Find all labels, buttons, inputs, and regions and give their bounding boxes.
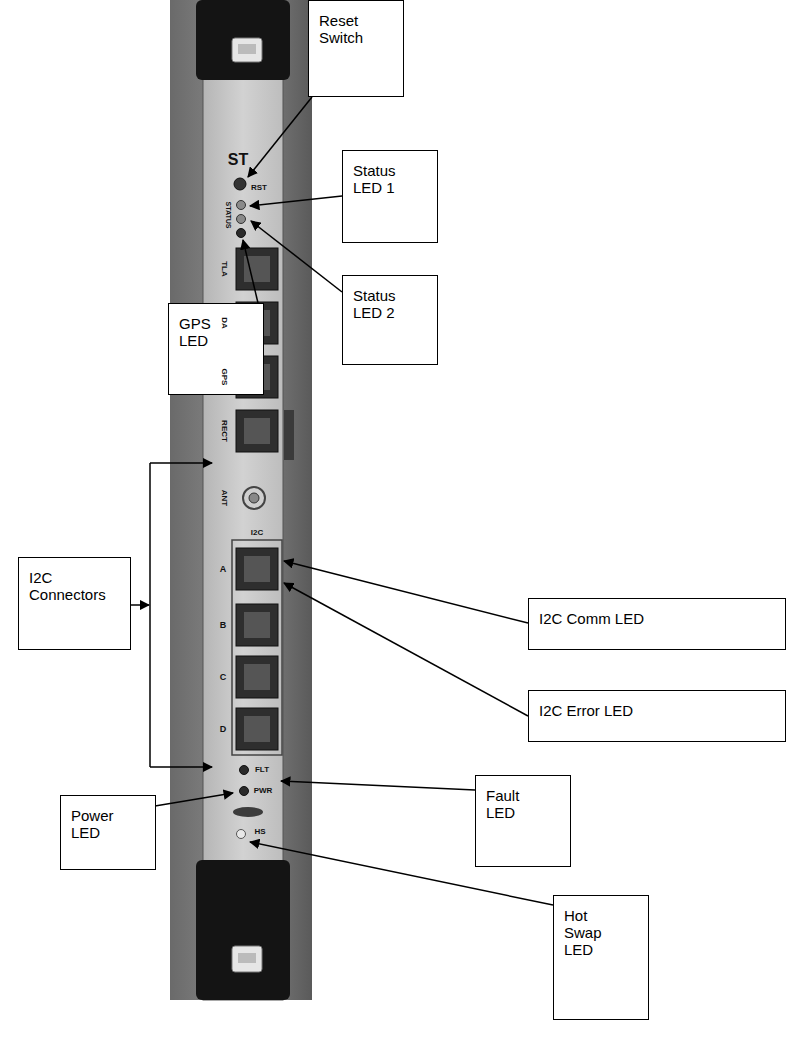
led [237,215,246,224]
callout-box: Status LED 2 [342,275,438,365]
antenna-connector [243,487,265,509]
panel-label: GPS [220,369,228,386]
rj45-port [244,716,270,742]
front-panel [203,0,283,1000]
callout-box: Status LED 1 [342,150,438,243]
rj45-port [236,708,278,750]
callout-text: I2C Connectors [29,569,120,603]
rj45-port [244,418,270,444]
i2c-ports [232,540,282,755]
panel-label: FLT [255,766,269,774]
callout-text: Fault LED [486,787,546,821]
leader-line [281,781,475,790]
ejector-handle [196,860,290,1000]
handle-latch [238,953,256,963]
panel-label: ST [228,152,248,168]
panel-label: HS [254,828,265,836]
handle-latch [238,44,256,54]
handle-latch [232,38,262,62]
rj45-port [236,410,278,452]
leader-line [250,196,342,206]
callout-box: Reset Switch [308,0,404,97]
callout-text: I2C Error LED [539,702,775,719]
rj45-port [244,556,270,582]
logo [233,807,263,817]
callout-box: Hot Swap LED [553,895,649,1020]
panel-label: RST [251,184,267,192]
callout-box: I2C Error LED [528,690,786,742]
callout-text: Power LED [71,807,131,841]
rj45-port [236,248,278,290]
rj45-port [236,604,278,646]
callout-text: GPS LED [179,315,239,349]
led [240,787,249,796]
leader-line [155,793,233,806]
callout-text: I2C Comm LED [539,610,775,627]
leader-line [251,221,342,292]
board-part [284,410,294,460]
bracket [150,462,212,464]
i2c-frame [232,540,282,755]
callout-box: Power LED [60,795,156,870]
handle-latch [232,946,262,972]
rj45-port [236,548,278,590]
bracket [149,463,151,767]
panel-label: ANT [220,490,228,506]
bracket [131,604,149,606]
panel-label: B [220,621,227,630]
leader-line [284,561,528,623]
rj45-port [244,664,270,690]
callout-text: Status LED 2 [353,287,413,321]
callout-text: Hot Swap LED [564,907,624,958]
panel-label: RECT [220,420,228,442]
rj45-port [244,612,270,638]
reset-button [234,178,246,190]
panel-label: DA [220,317,228,329]
led [237,830,246,839]
leader-line [248,97,312,177]
callout-box: Fault LED [475,775,571,867]
rj45-port [236,656,278,698]
panel-label: D [220,725,227,734]
callout-text: Reset Switch [319,12,379,46]
panel-label: TLA [220,261,228,277]
callout-text: Status LED 1 [353,162,413,196]
antenna-connector [249,493,259,503]
led [240,766,249,775]
panel-label: A [220,565,227,574]
callout-box: GPS LED [168,303,264,395]
callout-box: I2C Connectors [18,557,131,650]
ejector-handle [196,0,290,80]
panel-label: C [220,673,227,682]
leader-line [243,240,258,303]
led [237,201,246,210]
panel-label: PWR [254,787,273,795]
panel-label: I2C [251,529,263,537]
led [237,229,246,238]
callout-box: I2C Comm LED [528,598,786,650]
panel-label: STATUS [225,202,232,229]
leader-line [284,583,528,716]
bracket [150,766,212,768]
